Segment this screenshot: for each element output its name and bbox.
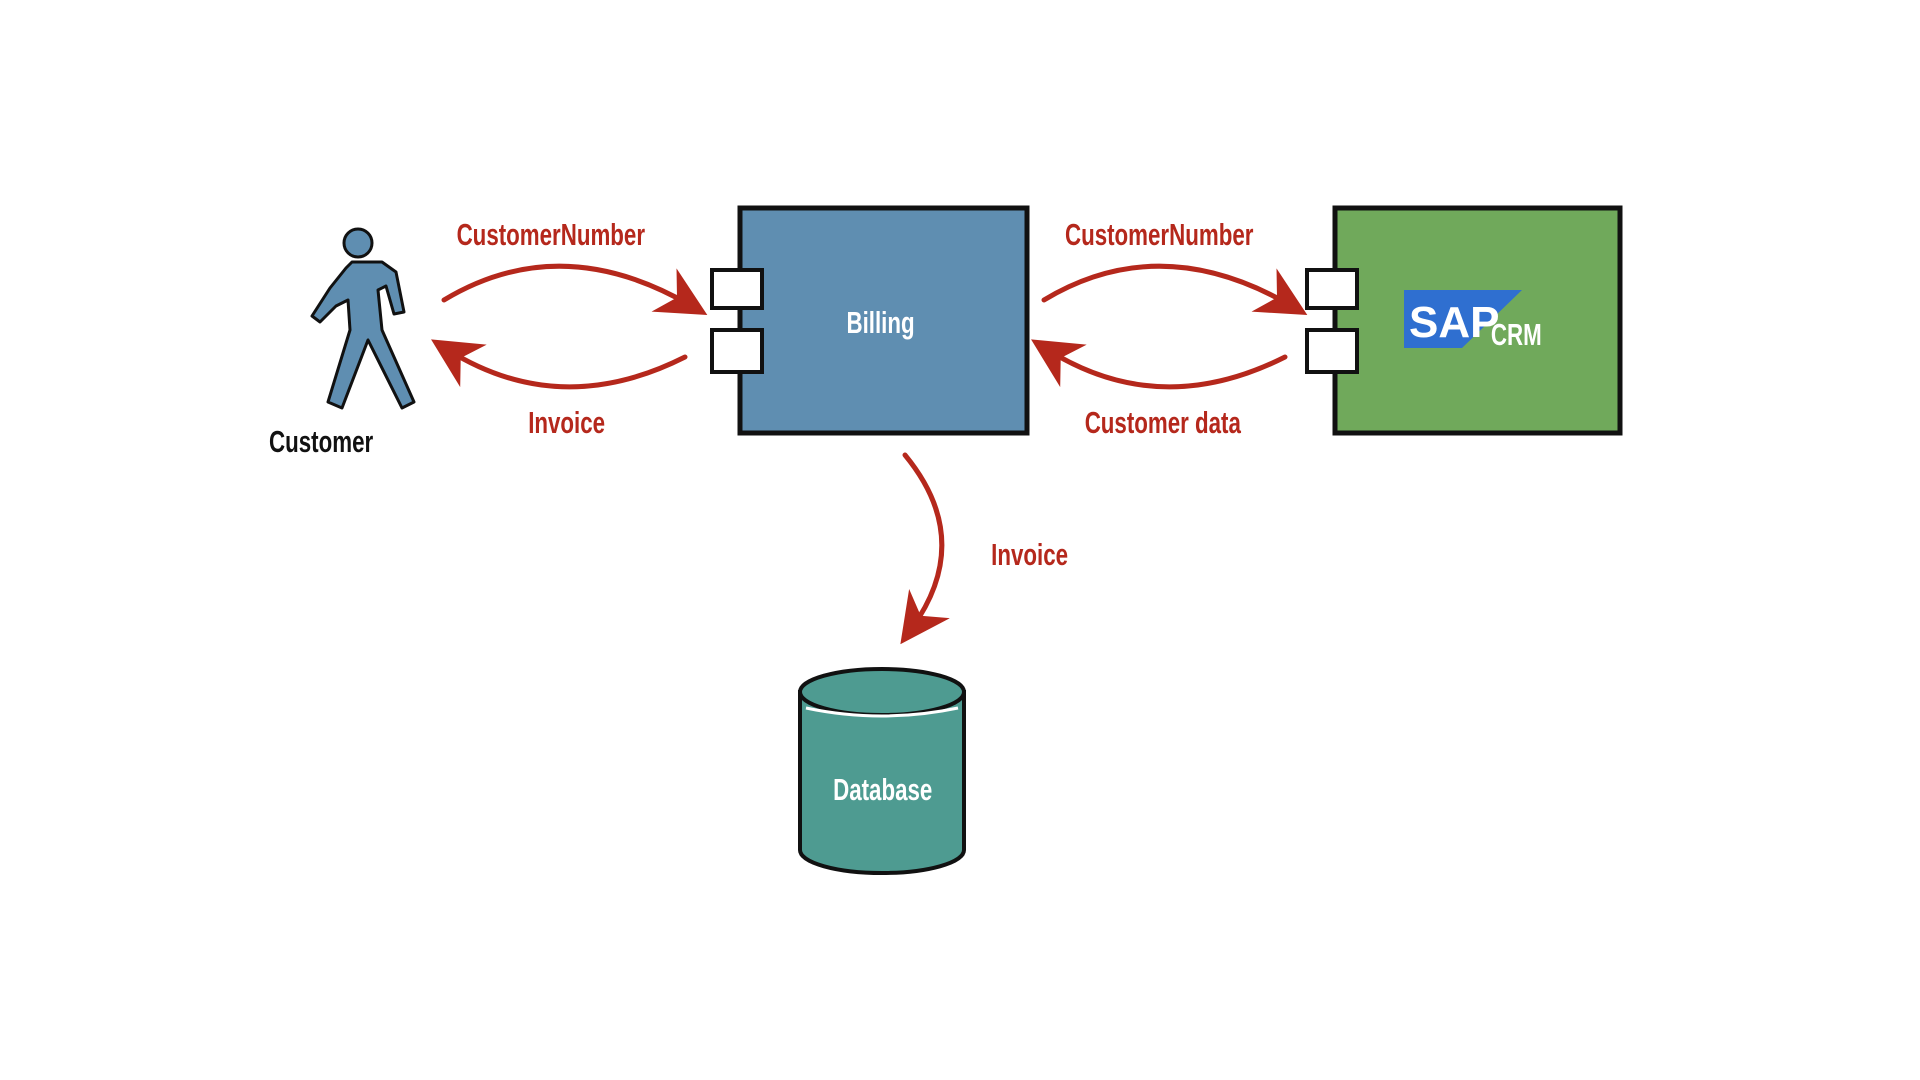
flow-label-billing-to-crm: CustomerNumber (1065, 217, 1254, 251)
database-body (798, 690, 966, 875)
arrow-crm-to-billing (1031, 339, 1288, 390)
arrow-billing-to-customer (431, 339, 688, 390)
crm-port-bottom (1305, 328, 1359, 374)
sap-logo-badge (1404, 290, 1522, 348)
database-top (798, 667, 966, 717)
database-rim-highlight (805, 706, 959, 718)
database-cylinder: Database (798, 667, 966, 875)
flow-labels: CustomerNumber Invoice CustomerNumber Cu… (457, 217, 1254, 571)
crm-component: SAP CRM (1305, 205, 1623, 436)
flow-label-billing-to-database: Invoice (991, 537, 1068, 571)
customer-actor: Customer (269, 227, 416, 459)
arrow-billing-to-database (900, 452, 950, 645)
database-label: Database (833, 772, 932, 806)
flow-label-customer-to-billing: CustomerNumber (457, 217, 646, 251)
billing-box (737, 205, 1030, 436)
crm-port-top (1305, 268, 1359, 310)
crm-label: CRM (1491, 317, 1542, 351)
billing-label: Billing (846, 305, 914, 339)
flow-label-crm-to-billing: Customer data (1085, 405, 1242, 439)
billing-port-top (710, 268, 764, 310)
billing-port-bottom (710, 328, 764, 374)
sap-logo: SAP (1404, 290, 1522, 348)
flow-arrows (431, 263, 1308, 645)
billing-component: Billing (710, 205, 1030, 436)
flow-label-billing-to-customer: Invoice (528, 405, 605, 439)
walking-person-icon (310, 227, 416, 410)
arrow-billing-to-crm (1041, 263, 1308, 315)
sap-logo-text: SAP (1409, 298, 1499, 347)
customer-label: Customer (269, 424, 374, 458)
arrow-customer-to-billing (441, 263, 708, 315)
